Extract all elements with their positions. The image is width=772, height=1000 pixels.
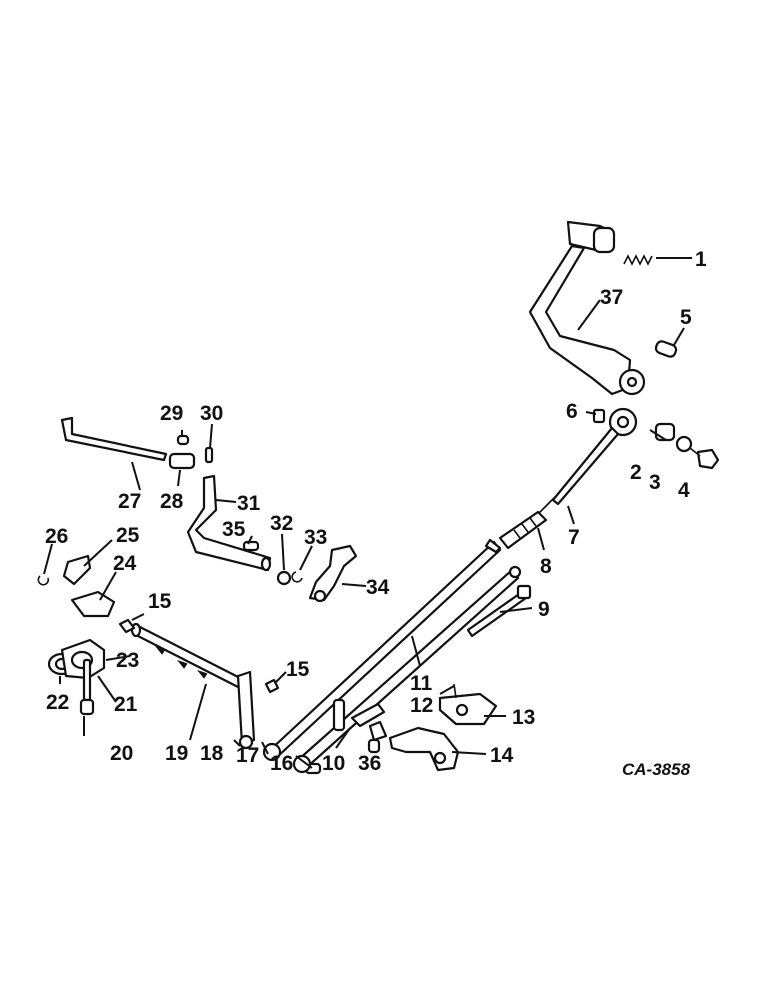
callout-15a: 15 <box>148 590 172 613</box>
callout-10: 10 <box>322 752 345 775</box>
link-rod-upper <box>266 538 502 760</box>
hub-lever <box>608 407 638 437</box>
clevis-10 <box>332 698 388 742</box>
callout-32: 32 <box>270 512 293 535</box>
callout-11: 11 <box>410 672 433 695</box>
washer-32 <box>276 570 292 586</box>
leader-lines <box>43 257 692 769</box>
callout-30: 30 <box>200 402 223 425</box>
yoke-17 <box>262 742 312 774</box>
pin-5 <box>654 340 678 358</box>
bracket-13 <box>438 683 498 726</box>
callout-16: 16 <box>270 752 293 775</box>
callout-6: 6 <box>566 400 578 423</box>
washer-3 <box>675 435 693 453</box>
callout-labels: 1 2 3 4 5 6 7 8 9 10 11 12 13 14 15 15 1… <box>45 248 707 775</box>
callout-27: 27 <box>118 490 141 513</box>
diagram-code: CA-3858 <box>622 760 691 779</box>
callout-36: 36 <box>358 752 381 775</box>
callout-13: 13 <box>512 706 535 729</box>
callout-26: 26 <box>45 525 68 548</box>
callout-21: 21 <box>114 693 138 716</box>
callout-4: 4 <box>678 479 690 502</box>
callout-9: 9 <box>538 598 550 621</box>
clip-26 <box>37 575 50 586</box>
callout-37: 37 <box>600 286 623 309</box>
clip-6 <box>592 408 606 424</box>
arm-34 <box>308 544 358 603</box>
callout-22: 22 <box>46 691 69 714</box>
nut-20 <box>79 698 95 716</box>
callout-34: 34 <box>366 576 390 599</box>
callout-18: 18 <box>200 742 224 765</box>
callout-15b: 15 <box>286 658 310 681</box>
arm-25 <box>62 554 92 586</box>
sleeve-8 <box>498 510 548 550</box>
callout-7: 7 <box>568 526 580 549</box>
callout-1: 1 <box>695 248 707 271</box>
bellcrank-14 <box>388 726 460 772</box>
pin-30 <box>204 446 214 464</box>
rod-27 <box>60 416 168 462</box>
callout-5: 5 <box>680 306 692 329</box>
callout-17: 17 <box>236 744 259 767</box>
bolt-4 <box>689 447 720 470</box>
callout-33: 33 <box>304 526 327 549</box>
spring-1 <box>623 254 653 266</box>
callout-35: 35 <box>222 518 246 541</box>
connector-28 <box>168 452 196 470</box>
callout-20: 20 <box>110 742 133 765</box>
callout-29: 29 <box>160 402 183 425</box>
nut-15a <box>118 618 136 634</box>
bolt-9 <box>466 584 532 638</box>
callout-24: 24 <box>113 552 137 575</box>
callout-14: 14 <box>490 744 514 767</box>
pin-29 <box>176 434 190 446</box>
housing-23 <box>60 638 106 680</box>
nut-15b <box>264 678 280 694</box>
callout-8: 8 <box>540 555 552 578</box>
clip-33 <box>291 571 303 583</box>
callout-12: 12 <box>410 694 433 717</box>
callout-23: 23 <box>116 649 139 672</box>
fork-24 <box>70 590 116 618</box>
callout-31: 31 <box>237 492 261 515</box>
callout-3: 3 <box>649 471 661 494</box>
lever-18 <box>236 670 256 750</box>
rod-21 <box>82 658 92 702</box>
pin-36 <box>367 738 381 754</box>
callout-25: 25 <box>116 524 140 547</box>
rod-7 <box>536 426 620 516</box>
pin-35 <box>242 540 260 552</box>
clutch-pedal <box>528 220 646 396</box>
cross-shaft-19 <box>130 622 246 690</box>
bushing-2 <box>654 422 676 442</box>
callout-19: 19 <box>165 742 188 765</box>
lever-31 <box>186 474 272 572</box>
callout-2: 2 <box>630 461 642 484</box>
callout-28: 28 <box>160 490 184 513</box>
